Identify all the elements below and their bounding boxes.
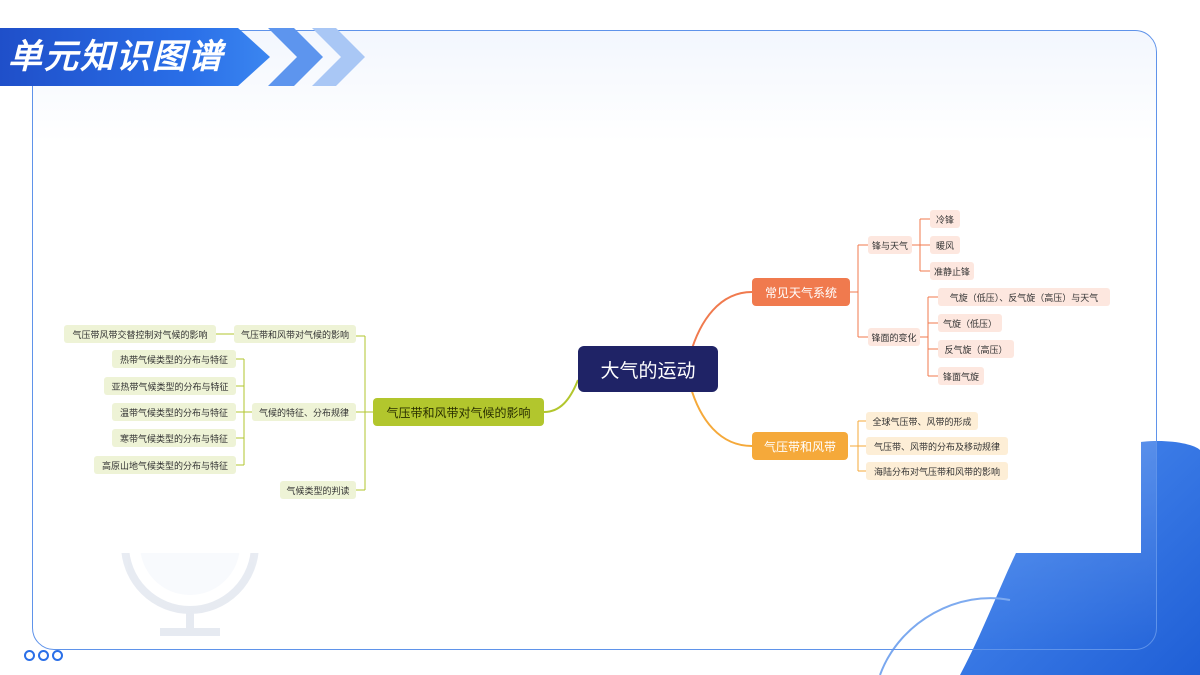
node-belts-distribution[interactable]: 气压带、风带的分布及移动规律	[866, 437, 1008, 455]
node-cold-front[interactable]: 冷锋	[930, 210, 960, 228]
node-tropical-climate[interactable]: 热带气候类型的分布与特征	[112, 350, 236, 368]
dot-icon	[52, 650, 63, 661]
node-temperate-climate[interactable]: 温带气候类型的分布与特征	[112, 403, 236, 421]
node-anticyclone[interactable]: 反气旋（高压）	[938, 340, 1014, 358]
node-alternating-control[interactable]: 气压带风带交替控制对气候的影响	[64, 325, 216, 343]
node-climate-identification[interactable]: 气候类型的判读	[280, 481, 356, 499]
node-stationary-front[interactable]: 准静止锋	[930, 262, 974, 280]
node-front-weather[interactable]: 锋与天气	[868, 236, 912, 254]
node-frigid-climate[interactable]: 寒带气候类型的分布与特征	[112, 429, 236, 447]
node-land-sea-influence[interactable]: 海陆分布对气压带和风带的影响	[866, 462, 1008, 480]
title-banner	[0, 28, 270, 86]
dot-icon	[24, 650, 35, 661]
chevron-arrows-icon	[268, 28, 365, 86]
node-common-weather-systems[interactable]: 常见天气系统	[752, 278, 850, 306]
node-highland-climate[interactable]: 高原山地气候类型的分布与特征	[94, 456, 236, 474]
node-pressure-wind-belts[interactable]: 气压带和风带	[752, 432, 848, 460]
node-subtropical-climate[interactable]: 亚热带气候类型的分布与特征	[104, 377, 236, 395]
mindmap-root[interactable]: 大气的运动	[578, 346, 718, 392]
node-warm-front[interactable]: 暖风	[930, 236, 960, 254]
node-frontal-cyclone[interactable]: 锋面气旋	[938, 367, 984, 385]
node-climate-features[interactable]: 气候的特征、分布规律	[252, 403, 356, 421]
pagination-dots	[24, 650, 63, 661]
node-front-changes[interactable]: 锋面的变化	[868, 328, 920, 346]
node-belts-climate-influence[interactable]: 气压带和风带对气候的影响	[373, 398, 544, 426]
node-cyclone-anticyclone-weather[interactable]: 气旋（低压）、反气旋（高压）与天气	[938, 288, 1110, 306]
node-belts-formation[interactable]: 全球气压带、风带的形成	[866, 412, 978, 430]
slide-title: 单元知识图谱	[8, 37, 224, 77]
dot-icon	[38, 650, 49, 661]
node-influence-sub[interactable]: 气压带和风带对气候的影响	[234, 325, 356, 343]
node-cyclone[interactable]: 气旋（低压）	[938, 314, 1002, 332]
